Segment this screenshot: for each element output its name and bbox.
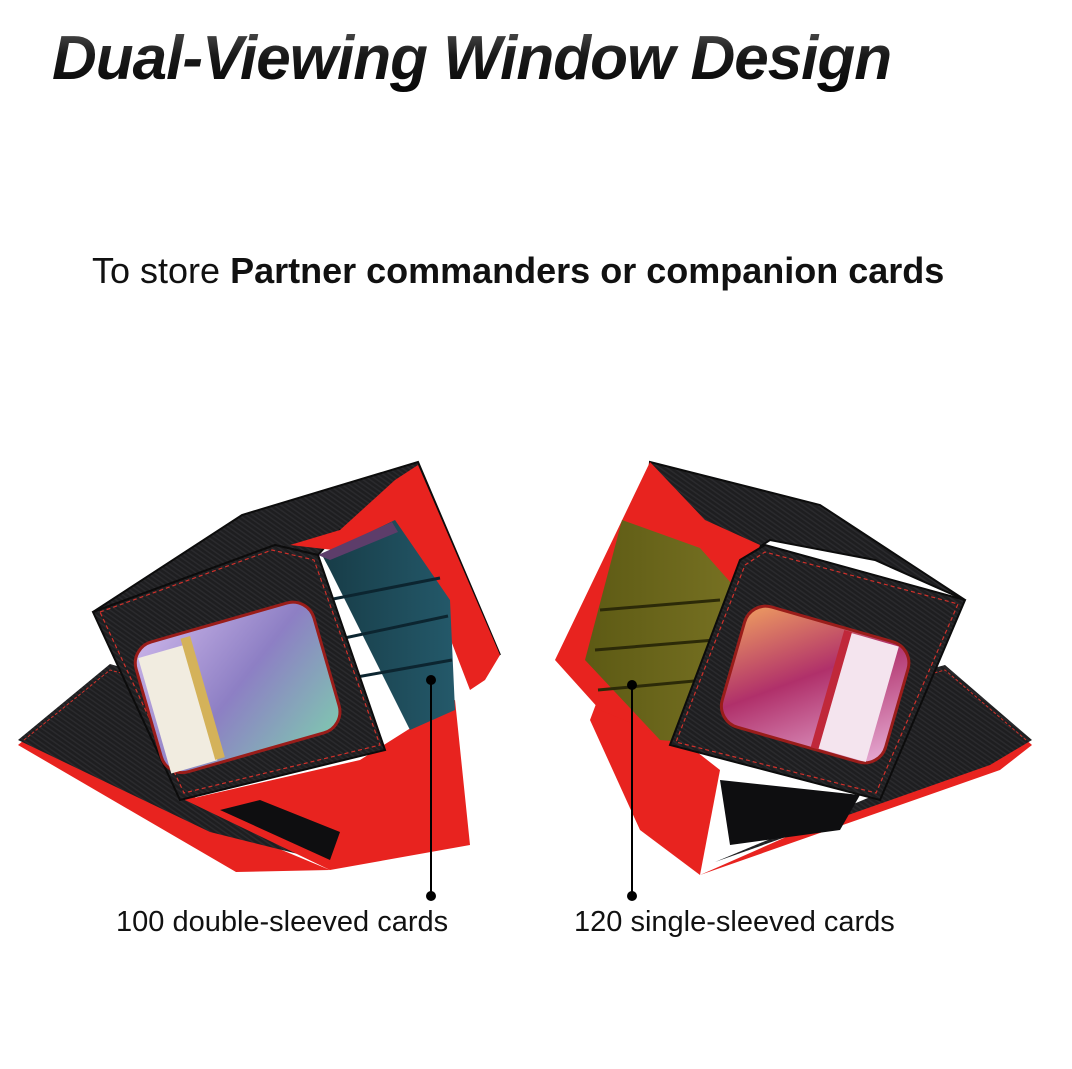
right-capacity-label: 120 single-sleeved cards	[574, 906, 895, 938]
right-deck-box	[555, 460, 1032, 875]
left-stand-fold	[185, 700, 470, 870]
left-pointer	[426, 675, 436, 901]
page-title: Dual-Viewing Window Design	[52, 14, 892, 104]
left-deck-box	[18, 460, 501, 872]
right-pointer-end-dot	[627, 891, 637, 901]
subtitle-emphasis: Partner commanders or companion cards	[230, 250, 945, 291]
right-pointer	[627, 680, 637, 901]
subtitle-prefix: To store	[92, 250, 231, 291]
subtitle: To store Partner commanders or companion…	[92, 249, 944, 293]
left-card-stack	[322, 520, 455, 730]
right-stand-fold	[590, 680, 720, 875]
left-pointer-end-dot	[426, 891, 436, 901]
left-capacity-label: 100 double-sleeved cards	[116, 906, 449, 938]
left-box-interior	[290, 465, 500, 690]
